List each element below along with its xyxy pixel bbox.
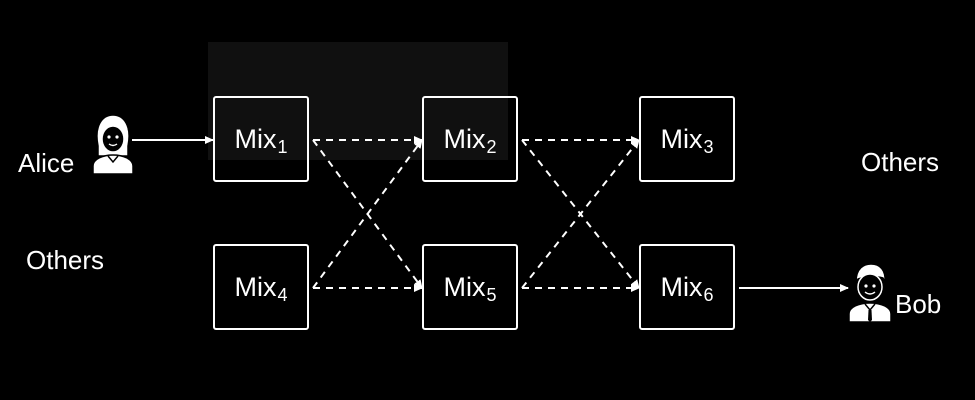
mix-label: Mix xyxy=(660,271,703,302)
mix-label: Mix xyxy=(234,271,277,302)
others-right-label: Others xyxy=(861,147,940,177)
mix-label: Mix xyxy=(443,123,486,154)
mix-label: Mix xyxy=(443,271,486,302)
mix-subscript: 1 xyxy=(277,136,288,157)
mix-label: Mix xyxy=(234,123,277,154)
man-avatar-icon xyxy=(848,263,892,323)
edge-m5-to-m3 xyxy=(521,139,640,289)
mix-subscript: 3 xyxy=(703,136,714,157)
edge-m4-to-m2 xyxy=(312,139,423,289)
mix-subscript: 2 xyxy=(486,136,497,157)
mix-label: Mix xyxy=(660,123,703,154)
mix-subscript: 4 xyxy=(277,284,288,305)
woman-avatar-icon xyxy=(92,114,134,175)
alice-avatar xyxy=(90,112,136,181)
others-left-label: Others xyxy=(26,245,105,275)
bob-label: Bob xyxy=(895,289,942,319)
bob-avatar xyxy=(846,262,894,329)
mix-subscript: 6 xyxy=(703,284,714,305)
mix-subscript: 5 xyxy=(486,284,497,305)
alice-label: Alice xyxy=(18,148,75,178)
